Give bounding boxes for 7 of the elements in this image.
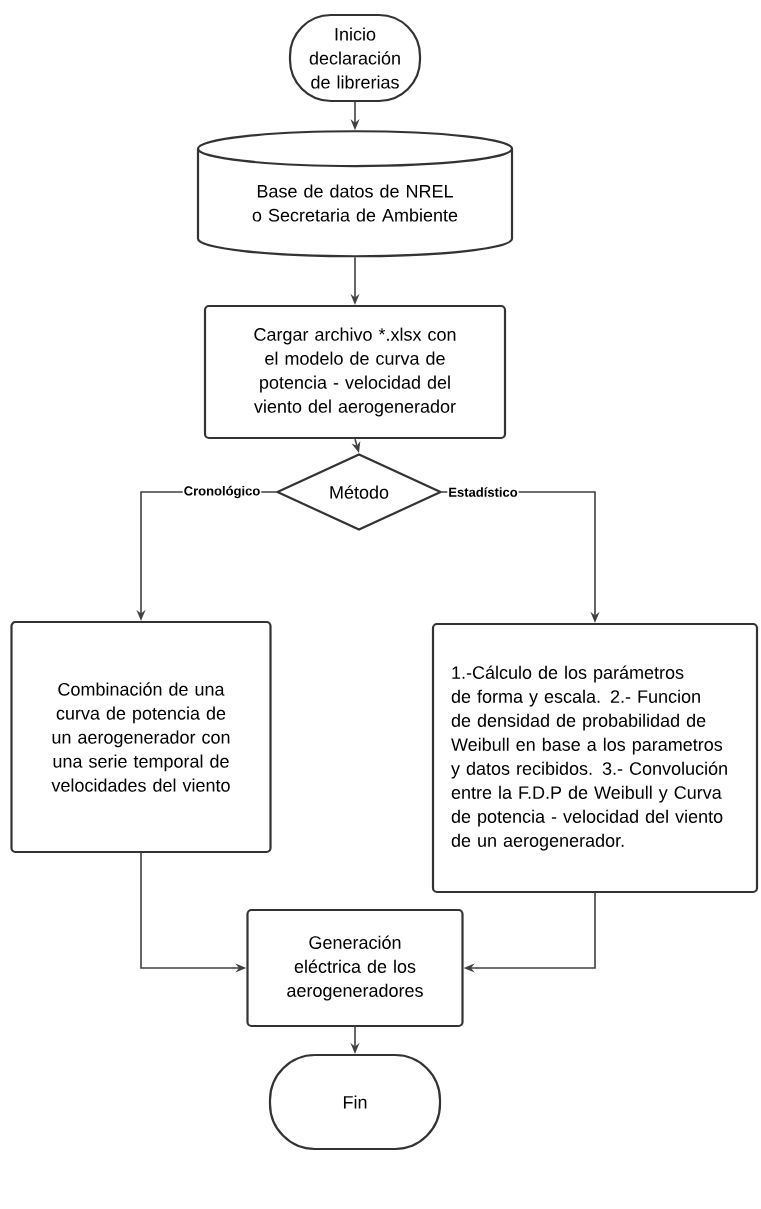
process-box: 1.-Cálculo de los parámetros de forma y escala. 2.- Funcion de densidad de probabilidad de Weibull en base a los parametros y datos recibidos. 3.- Convolución entre la F.D.P de Weibull y Curva de potencia - velocidad del viento de un aerogenerador. xyxy=(431,622,759,894)
process-box: Combinación de una curva de potencia de un aerogenerador con una serie temporal de velocidades del viento xyxy=(10,620,272,854)
edge-label: Estadístico xyxy=(447,486,519,498)
database-cylinder: Base de datos de NREL o Secretaria de Ambiente xyxy=(196,130,514,258)
process-box: Generación eléctrica de los aerogeneradores xyxy=(246,908,464,1028)
end-terminal: Fin xyxy=(268,1053,442,1151)
process-box: Cargar archivo *.xlsx con el modelo de curva de potencia - velocidad del viento del aerogenerador xyxy=(203,304,507,440)
